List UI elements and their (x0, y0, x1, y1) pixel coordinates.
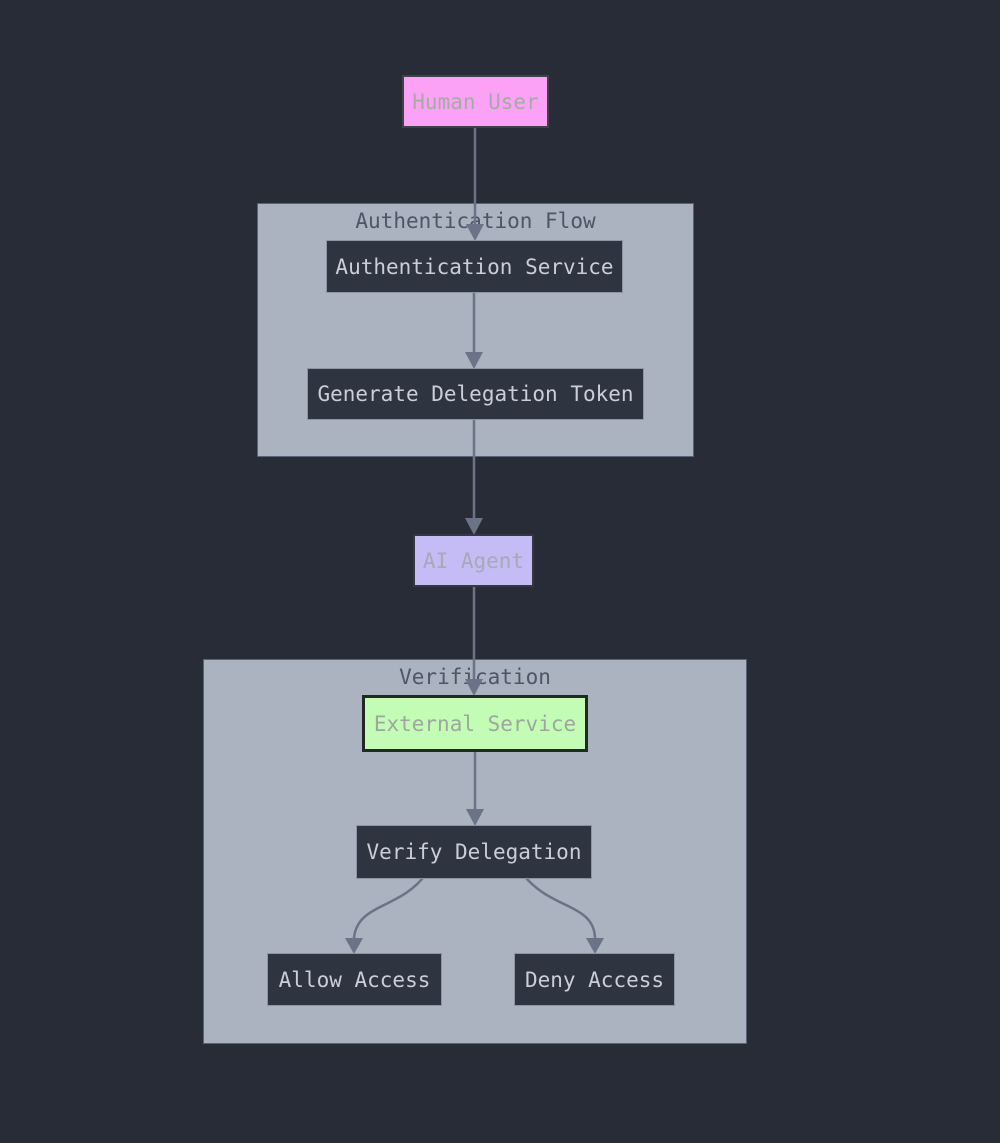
edge-verify-to-allow (352, 877, 424, 940)
arrowhead-external (465, 679, 483, 696)
node-human-user-label: Human User (412, 89, 539, 114)
node-allow-access: Allow Access (267, 953, 442, 1006)
arrowhead-token (465, 352, 483, 369)
arrowhead-allow (345, 938, 363, 954)
node-deny-access-label: Deny Access (524, 967, 665, 992)
node-verify-delegation: Verify Delegation (356, 825, 592, 879)
arrowhead-deny (586, 938, 604, 954)
arrowhead-aiagent (465, 518, 483, 535)
node-authentication-service-label: Authentication Service (335, 254, 614, 279)
node-deny-access: Deny Access (514, 953, 675, 1006)
node-ai-agent-label: AI Agent (422, 548, 525, 573)
node-external-service-label: External Service (373, 711, 577, 736)
node-external-service: External Service (362, 695, 588, 752)
node-generate-delegation-token-label: Generate Delegation Token (317, 382, 634, 406)
node-ai-agent: AI Agent (413, 534, 534, 587)
arrowhead-verify (466, 809, 484, 826)
edge-verify-to-deny (525, 877, 597, 940)
arrowhead-authservice (466, 224, 484, 241)
node-verify-delegation-label: Verify Delegation (366, 840, 582, 864)
node-generate-delegation-token: Generate Delegation Token (307, 368, 644, 420)
node-human-user: Human User (402, 75, 549, 128)
node-authentication-service: Authentication Service (326, 240, 623, 293)
node-allow-access-label: Allow Access (278, 967, 431, 992)
